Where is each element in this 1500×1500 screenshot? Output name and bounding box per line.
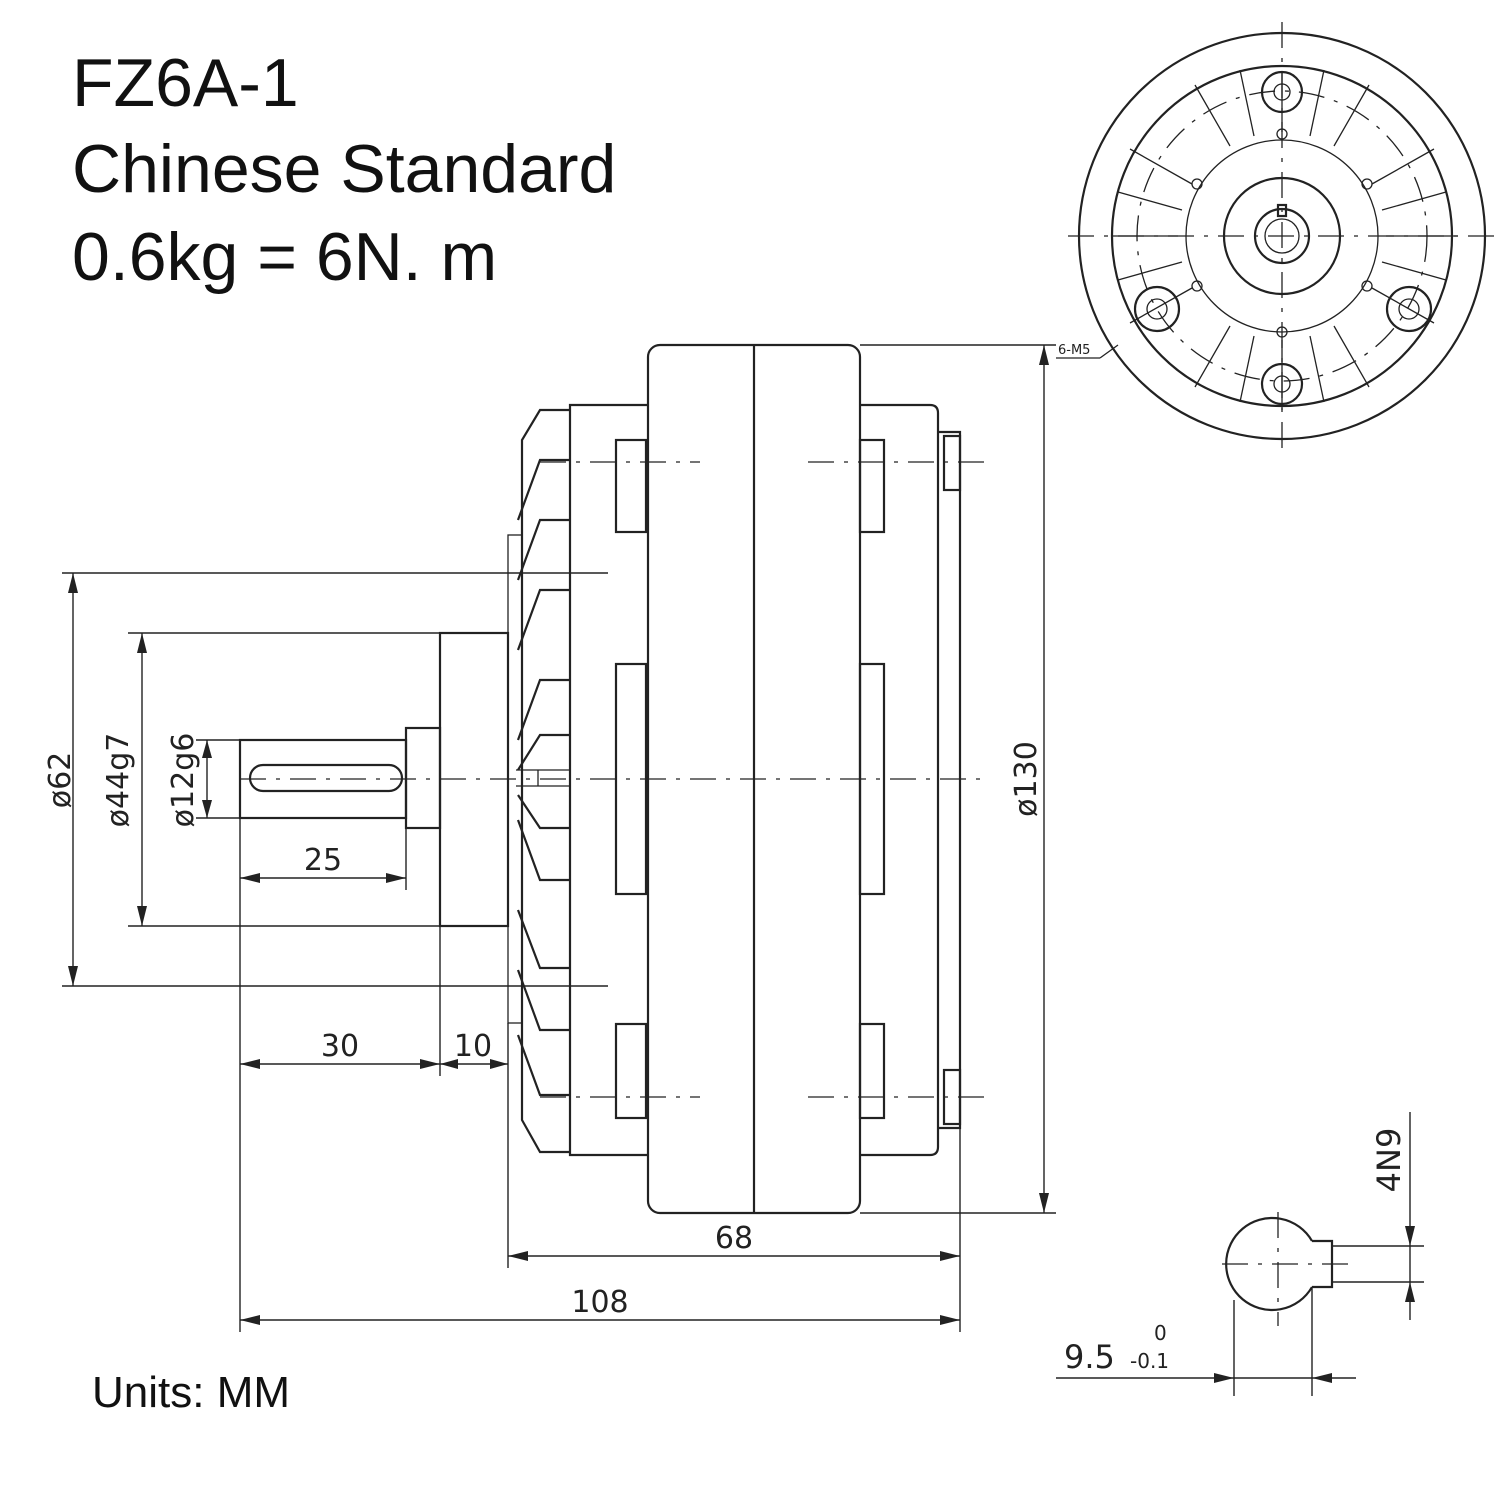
front-view: 6-M5 <box>1056 22 1496 450</box>
shaft-section: 4N9 9.5 0 -0.1 <box>1056 1112 1424 1396</box>
holes-label: 6-M5 <box>1058 343 1090 358</box>
cooling-fins <box>507 458 570 1097</box>
model-title: FZ6A-1 <box>72 45 299 121</box>
tol-lower: -0.1 <box>1130 1349 1169 1373</box>
front-fins <box>1112 69 1458 410</box>
dim-key-depth: 9.5 <box>1064 1338 1115 1376</box>
dim-d130: ø130 <box>1009 741 1044 817</box>
side-view <box>238 343 990 1215</box>
units-label: Units: MM <box>92 1368 290 1417</box>
standard-label: Chinese Standard <box>72 131 617 207</box>
dim-25: 25 <box>304 843 342 878</box>
dimensions: ø62 ø44g7 ø12g6 25 30 10 <box>43 344 1056 1332</box>
dim-key-width: 4N9 <box>1370 1128 1408 1193</box>
dim-d62: ø62 <box>43 752 78 809</box>
dim-d12: ø12g6 <box>166 733 201 828</box>
torque-label: 0.6kg = 6N. m <box>72 219 498 295</box>
dim-68: 68 <box>715 1221 753 1256</box>
shaft-step <box>404 726 442 830</box>
dim-d44: ø44g7 <box>101 733 136 828</box>
dim-108: 108 <box>571 1285 628 1320</box>
housing <box>568 403 648 1157</box>
keyway-slot <box>248 763 404 793</box>
tol-upper: 0 <box>1154 1321 1167 1345</box>
front-flange <box>520 408 570 1154</box>
bolt-top <box>942 434 962 492</box>
dim-30: 30 <box>321 1029 359 1064</box>
dim-10: 10 <box>454 1029 492 1064</box>
